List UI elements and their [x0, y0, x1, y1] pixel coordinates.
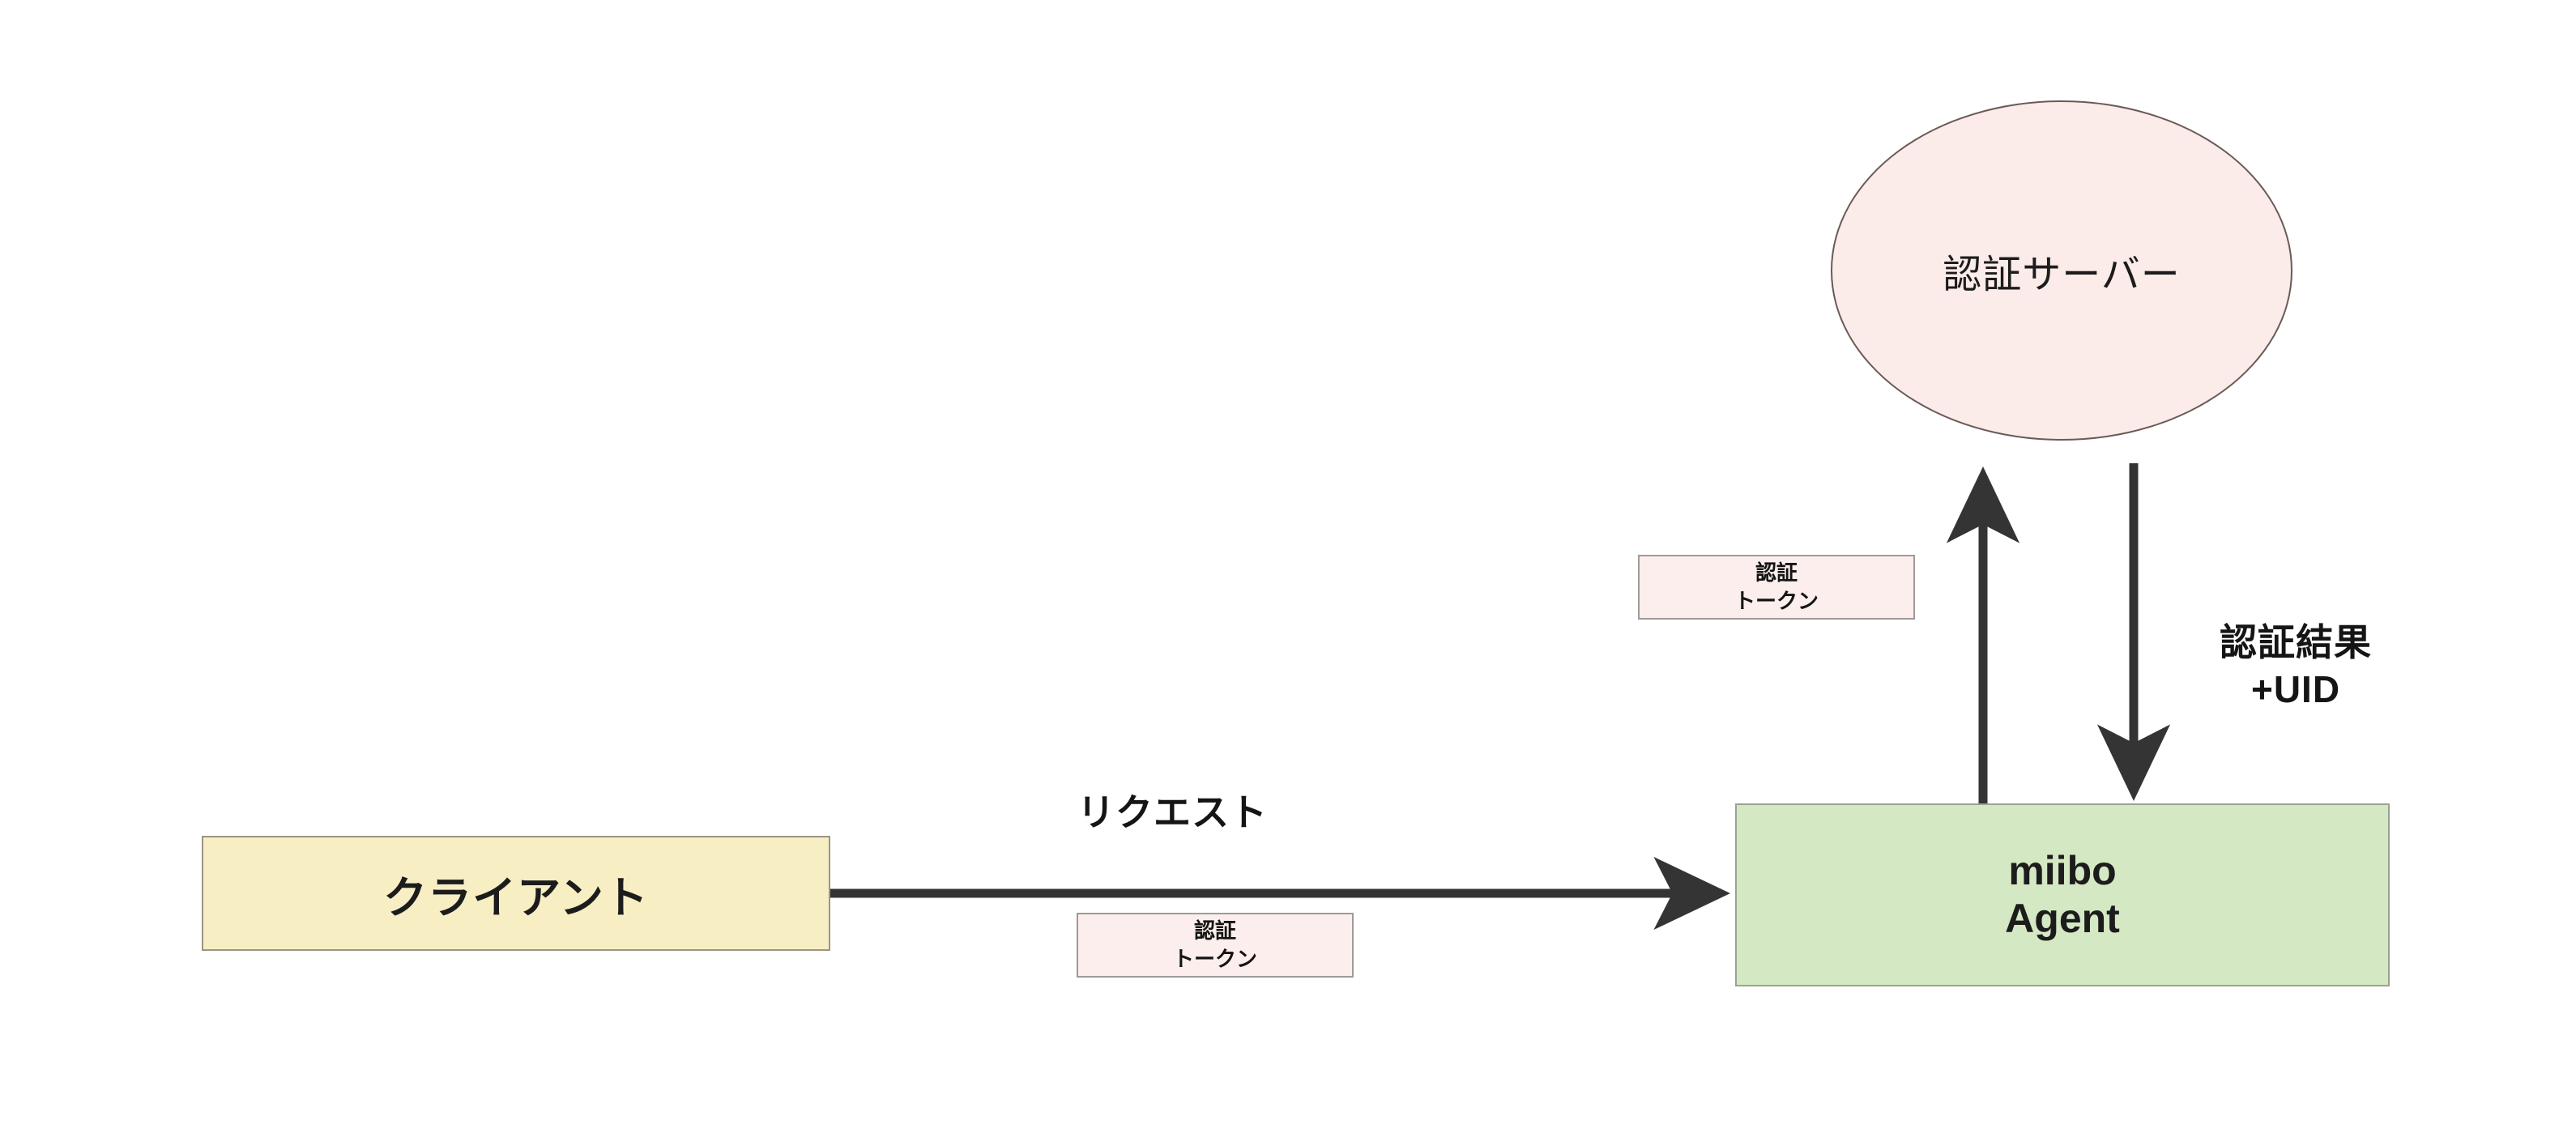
token-box-agent-auth[interactable]: 認証 トークン — [1638, 555, 1915, 620]
agent-label-line1: miibo — [2008, 848, 2117, 893]
node-auth-server[interactable]: 認証サーバー — [1831, 100, 2292, 441]
edge-label-auth-result: 認証結果 +UID — [2220, 620, 2372, 713]
token-box-request-line2: トークン — [1172, 947, 1257, 971]
agent-label-line2: Agent — [2005, 896, 2120, 941]
edge-label-auth-result-line2: +UID — [2250, 667, 2341, 710]
token-box-agent-auth-line1: 認証 — [1755, 560, 1798, 585]
token-box-request[interactable]: 認証 トークン — [1077, 913, 1354, 978]
node-client[interactable]: クライアント — [202, 836, 830, 951]
token-box-request-line1: 認証 — [1193, 918, 1236, 943]
edge-label-auth-result-line1: 認証結果 — [2220, 621, 2372, 663]
node-miibo-agent[interactable]: miibo Agent — [1735, 803, 2390, 986]
edge-label-request: リクエスト — [1077, 791, 1268, 833]
client-label: クライアント — [383, 873, 649, 922]
token-box-agent-auth-line2: トークン — [1734, 589, 1819, 613]
auth-server-label: 認証サーバー — [1943, 253, 2181, 296]
